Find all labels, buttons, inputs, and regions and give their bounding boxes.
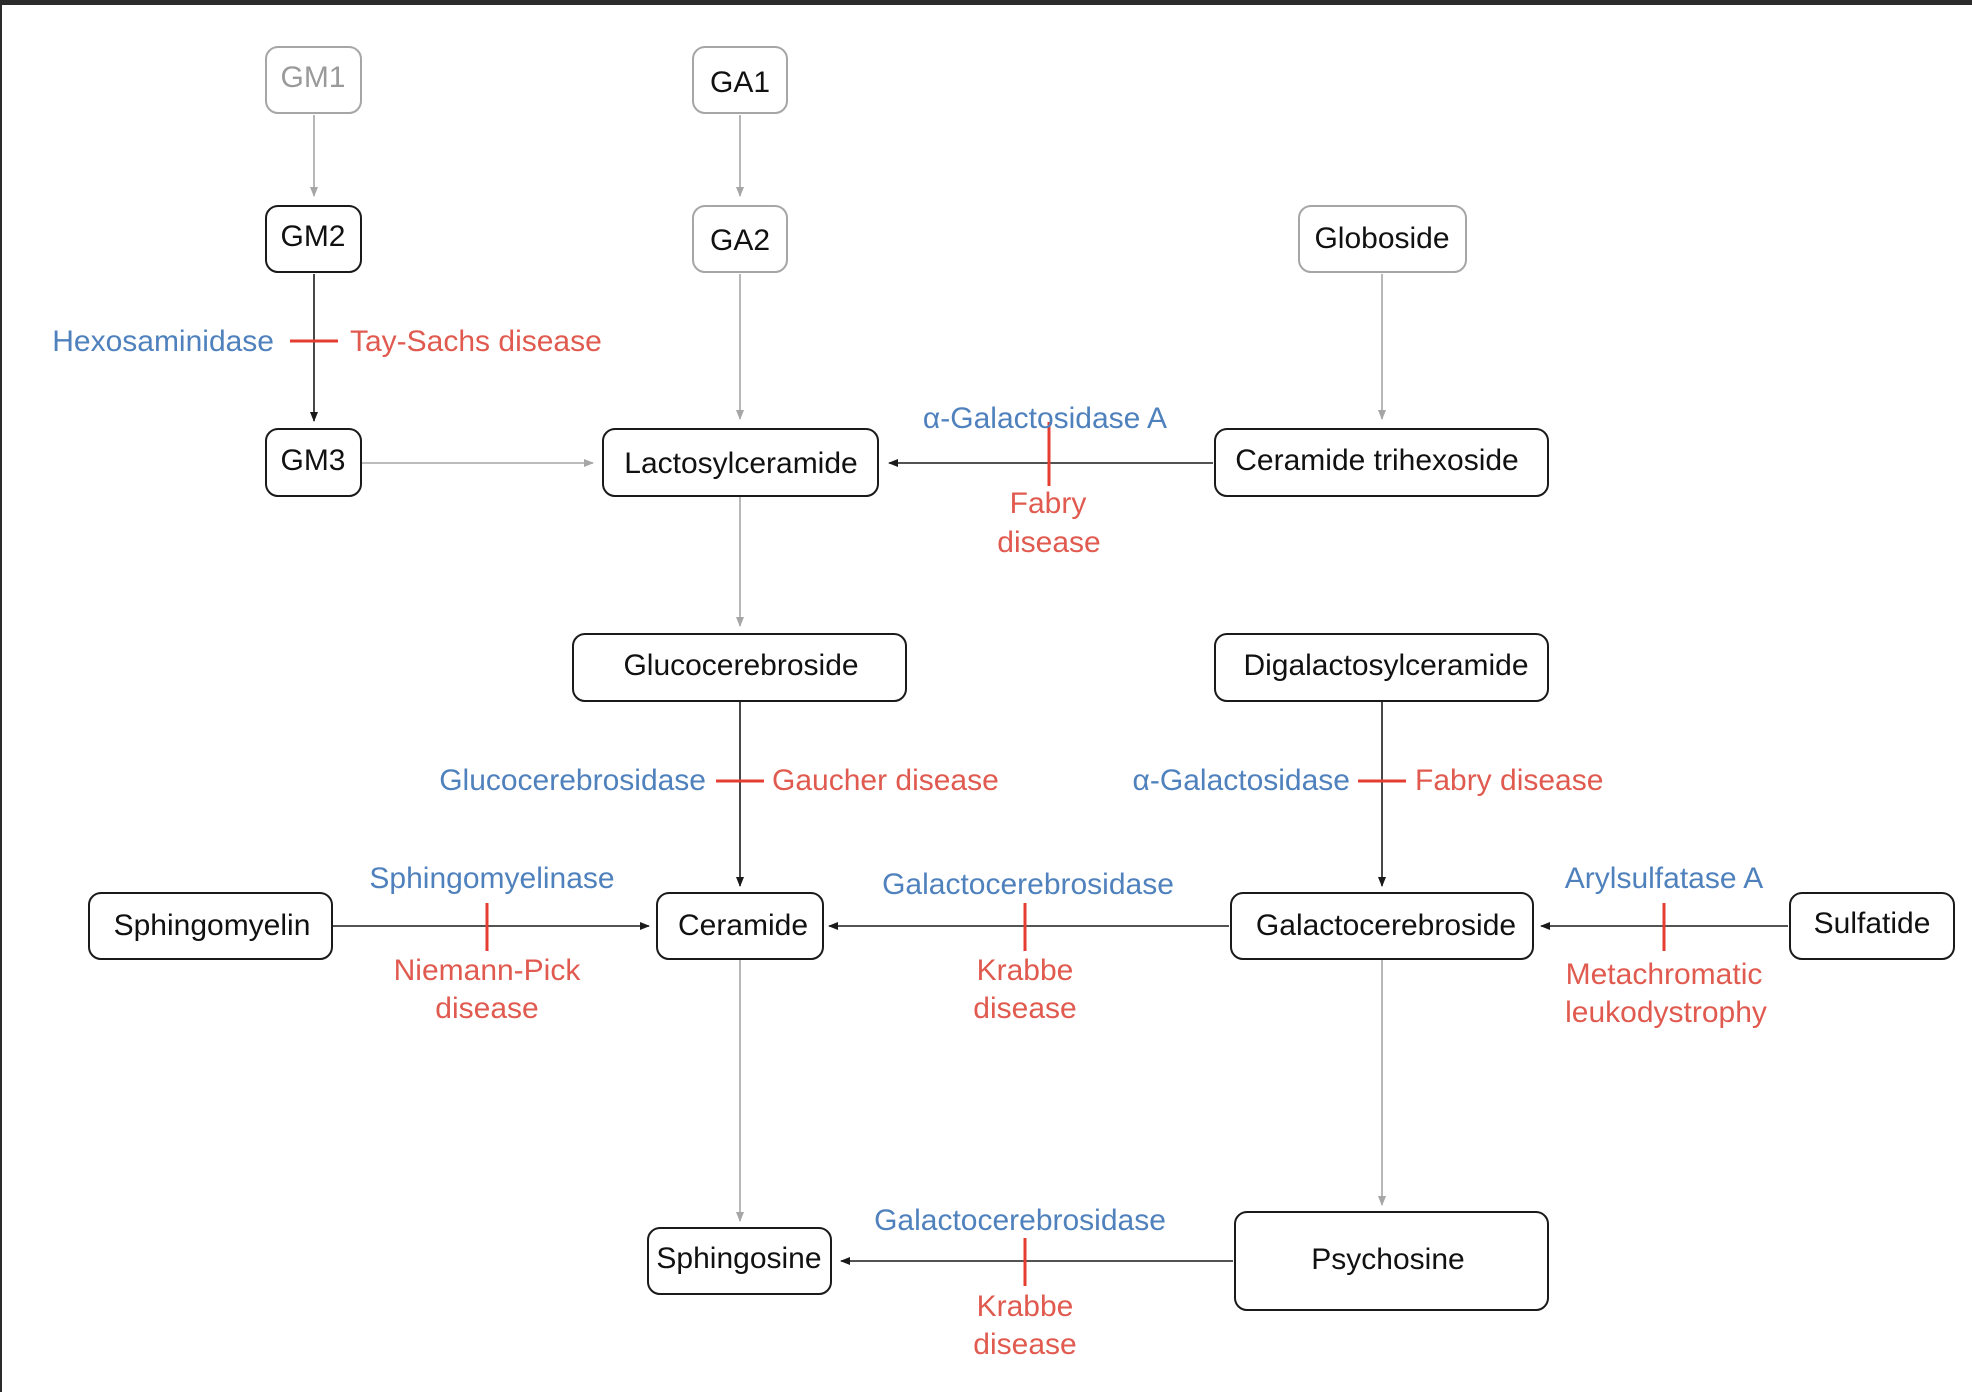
left-border bbox=[0, 5, 2, 1392]
disease-fabry-top-line2: disease bbox=[997, 526, 1100, 559]
node-glucocerebroside: Glucocerebroside bbox=[572, 633, 907, 702]
disease-tay-sachs: Tay-Sachs disease bbox=[350, 325, 602, 358]
node-globoside: Globoside bbox=[1298, 205, 1467, 273]
node-ceramide-label: Ceramide bbox=[678, 909, 808, 942]
node-galactocerebroside: Galactocerebroside bbox=[1230, 892, 1534, 960]
node-digalactosylceramide: Digalactosylceramide bbox=[1214, 633, 1549, 702]
enzyme-hexosaminidase: Hexosaminidase bbox=[52, 325, 274, 358]
enzyme-sphingomyelinase: Sphingomyelinase bbox=[369, 862, 614, 895]
node-gm2: GM2 bbox=[265, 205, 362, 273]
node-sphingomyelin: Sphingomyelin bbox=[88, 892, 333, 960]
node-psychosine-label: Psychosine bbox=[1311, 1243, 1464, 1276]
node-sulfatide: Sulfatide bbox=[1789, 892, 1955, 960]
node-digalactosylceramide-label: Digalactosylceramide bbox=[1243, 649, 1528, 682]
disease-fabry-top-line1: Fabry bbox=[1010, 487, 1087, 520]
node-ceramide: Ceramide bbox=[656, 892, 824, 960]
disease-krabbe-middle-line2: disease bbox=[973, 992, 1076, 1025]
disease-niemann-pick-line2: disease bbox=[435, 992, 538, 1025]
node-ga2: GA2 bbox=[692, 205, 788, 273]
disease-krabbe-bottom-line2: disease bbox=[973, 1328, 1076, 1361]
node-ga2-label: GA2 bbox=[710, 224, 770, 257]
top-border bbox=[0, 0, 1972, 5]
node-ceramide-trihexoside-label: Ceramide trihexoside bbox=[1235, 444, 1518, 477]
enzyme-arylsulfatase-a: Arylsulfatase A bbox=[1565, 862, 1763, 895]
node-gm1: GM1 bbox=[265, 46, 362, 114]
node-sphingomyelin-label: Sphingomyelin bbox=[114, 909, 311, 942]
node-gm2-label: GM2 bbox=[280, 220, 345, 253]
disease-mld-line2: leukodystrophy bbox=[1565, 996, 1767, 1029]
node-sphingosine: Sphingosine bbox=[647, 1227, 832, 1295]
disease-niemann-pick-line1: Niemann-Pick bbox=[394, 954, 582, 987]
node-gm1-label: GM1 bbox=[280, 61, 345, 94]
node-ceramide-trihexoside: Ceramide trihexoside bbox=[1214, 428, 1549, 497]
node-sulfatide-label: Sulfatide bbox=[1814, 907, 1931, 940]
disease-krabbe-bottom-line1: Krabbe bbox=[977, 1290, 1074, 1323]
node-sphingosine-label: Sphingosine bbox=[656, 1242, 821, 1275]
disease-mld-line1: Metachromatic bbox=[1566, 958, 1763, 991]
node-globoside-label: Globoside bbox=[1314, 222, 1449, 255]
node-psychosine: Psychosine bbox=[1234, 1211, 1549, 1311]
enzyme-galactocerebrosidase-bottom: Galactocerebrosidase bbox=[874, 1204, 1166, 1237]
enzyme-alpha-galactosidase-a: α-Galactosidase A bbox=[923, 402, 1167, 435]
node-ga1-label: GA1 bbox=[710, 66, 770, 99]
enzyme-alpha-galactosidase: α-Galactosidase bbox=[1133, 764, 1350, 797]
node-lactosylceramide: Lactosylceramide bbox=[602, 428, 879, 497]
disease-gaucher: Gaucher disease bbox=[772, 764, 999, 797]
node-glucocerebroside-label: Glucocerebroside bbox=[623, 649, 858, 682]
node-galactocerebroside-label: Galactocerebroside bbox=[1256, 909, 1516, 942]
enzyme-galactocerebrosidase-middle: Galactocerebrosidase bbox=[882, 868, 1174, 901]
node-ga1: GA1 bbox=[692, 46, 788, 114]
enzyme-glucocerebrosidase: Glucocerebrosidase bbox=[439, 764, 706, 797]
node-gm3: GM3 bbox=[265, 428, 362, 497]
disease-fabry-right: Fabry disease bbox=[1415, 764, 1603, 797]
disease-krabbe-middle-line1: Krabbe bbox=[977, 954, 1074, 987]
node-lactosylceramide-label: Lactosylceramide bbox=[624, 447, 857, 480]
node-gm3-label: GM3 bbox=[280, 444, 345, 477]
